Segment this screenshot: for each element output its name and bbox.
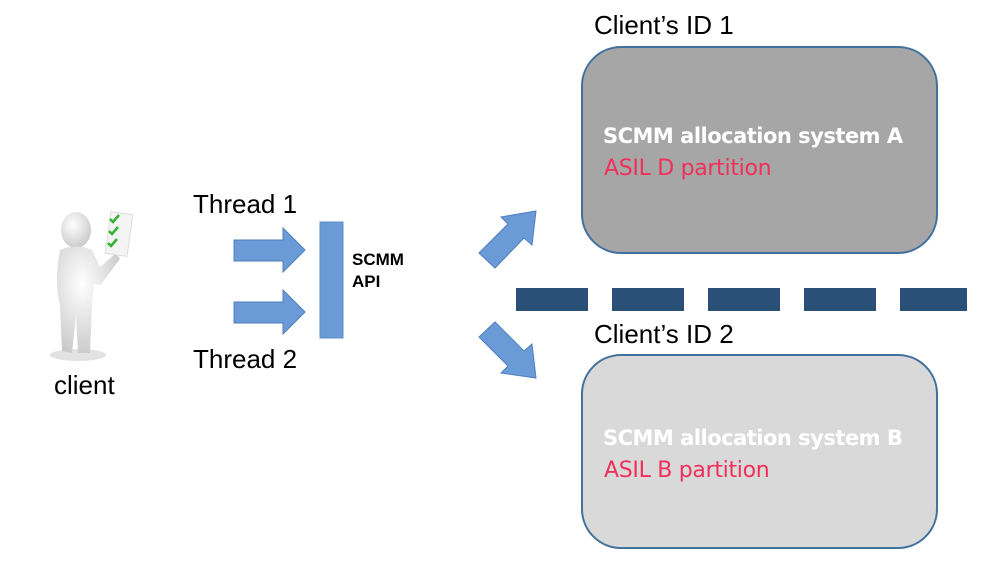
thread-2-label: Thread 2 [193,344,298,374]
client-label: client [54,370,115,400]
divider-dash [900,288,967,311]
arrow-to-partition-b [478,321,537,379]
divider-dash [708,288,780,311]
api-label-line2: API [352,272,381,291]
divider-dash [804,288,876,311]
partition-a-title: SCMM allocation system A [603,124,903,148]
partition-a-box: SCMM allocation system A ASIL D partitio… [581,46,938,254]
partition-b-subtitle: ASIL B partition [604,458,770,483]
client-id-2-label: Client’s ID 2 [594,319,734,349]
thread-2-arrow [233,288,306,336]
client-id-1-label: Client’s ID 1 [594,10,734,40]
partition-b-box: SCMM allocation system B ASIL B partitio… [581,354,938,549]
partition-b-title: SCMM allocation system B [603,426,903,450]
divider-dash [612,288,684,311]
client-figure-icon [50,211,134,361]
thread-1-label: Thread 1 [193,189,298,219]
divider-dash [516,288,588,311]
thread-1-arrow [233,226,306,274]
partition-a-subtitle: ASIL D partition [604,156,772,181]
api-label-line1: SCMM [352,250,404,269]
arrow-to-partition-a [478,210,537,269]
api-label: SCMM API [352,249,404,293]
api-bar [319,221,344,339]
